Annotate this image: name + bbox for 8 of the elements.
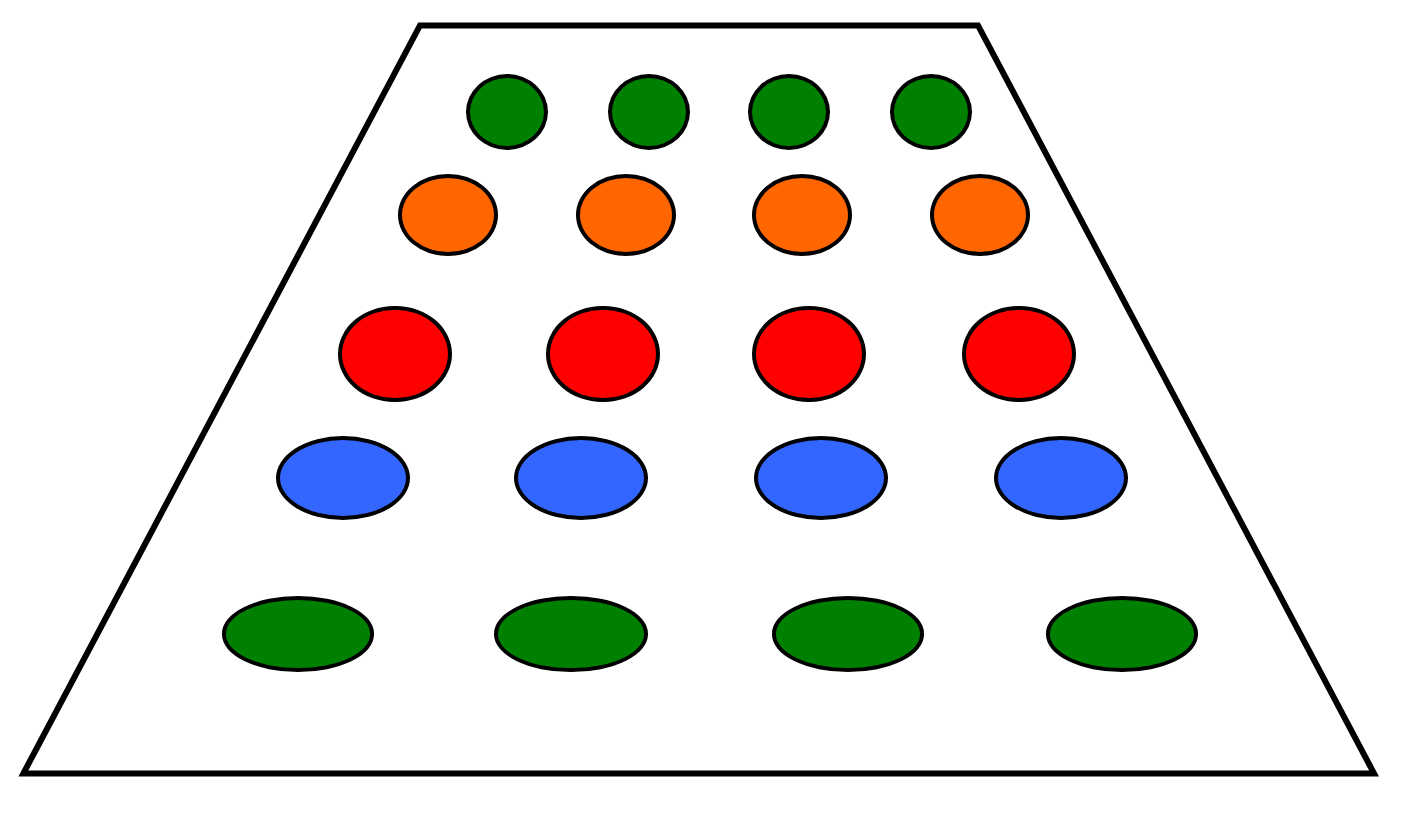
ellipse <box>465 73 547 150</box>
ellipse <box>930 174 1030 257</box>
ellipse <box>889 73 972 150</box>
ellipse <box>747 73 830 150</box>
ellipse <box>752 174 853 257</box>
ellipse <box>398 174 498 257</box>
ellipse <box>575 174 675 257</box>
ellipse <box>607 73 689 150</box>
